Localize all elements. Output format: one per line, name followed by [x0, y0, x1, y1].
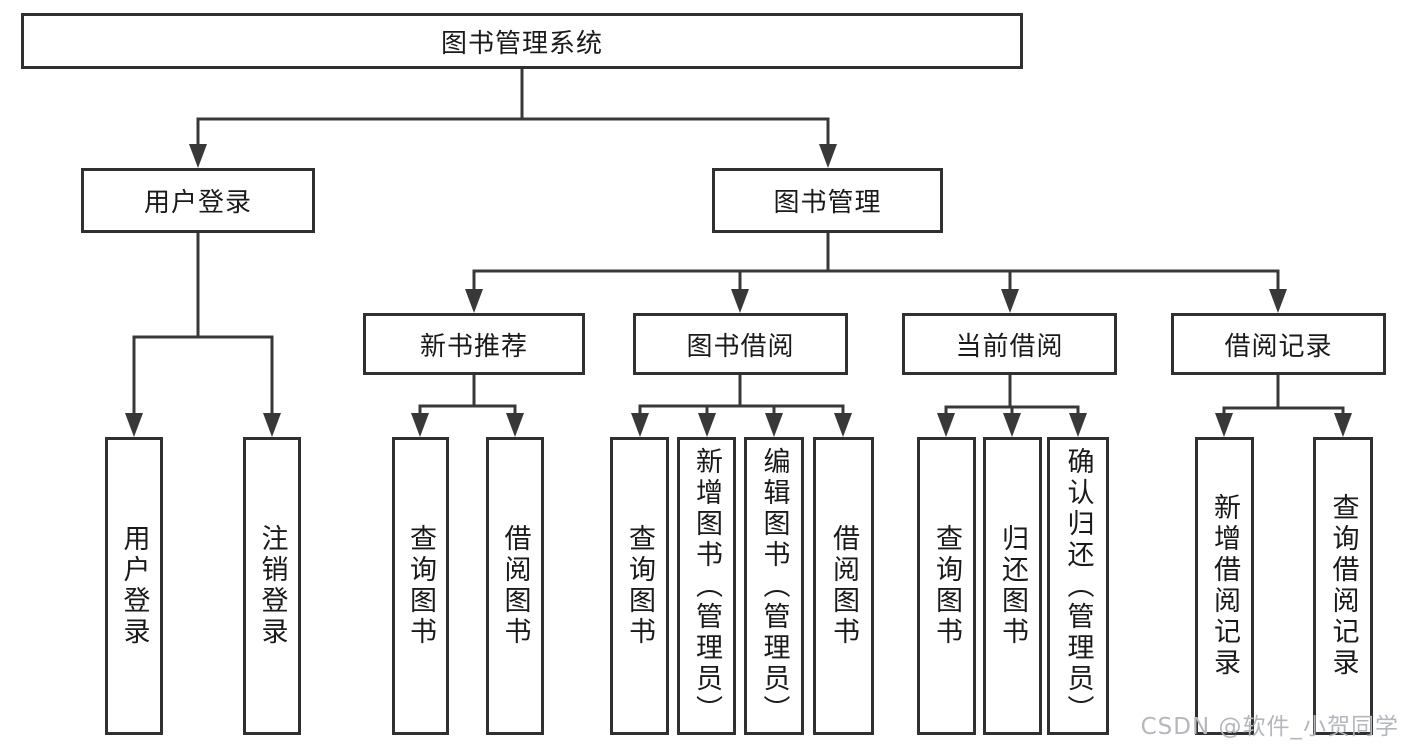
branch-new-book-to-leaves — [418, 375, 517, 420]
arrowheads — [125, 144, 1352, 437]
leaf-current-return-books: 归还图书 — [983, 437, 1042, 735]
arrowhead — [834, 413, 852, 437]
node-book-management: 图书管理 — [712, 168, 943, 233]
arrowhead — [1215, 413, 1233, 437]
arrowhead — [465, 289, 483, 313]
arrowhead — [125, 413, 143, 437]
arrowhead — [189, 144, 207, 168]
leaf-recommend-query-books-label: 查询图书 — [405, 524, 436, 648]
leaf-current-query-books: 查询图书 — [917, 437, 976, 735]
branch-root-to-level2 — [196, 69, 830, 150]
node-current-borrowing: 当前借阅 — [902, 313, 1117, 375]
branch-user-login-to-leaves — [132, 233, 274, 419]
leaf-records-query-record-label: 查询借阅记录 — [1327, 493, 1359, 679]
node-new-book-recommendation: 新书推荐 — [363, 313, 585, 375]
watermark-text: CSDN @软件_小贺同学 — [1140, 714, 1399, 740]
node-user-login: 用户登录 — [81, 168, 315, 233]
node-book-borrowing-label: 图书借阅 — [686, 331, 795, 362]
arrowhead — [819, 144, 837, 168]
leaf-records-add-record-label: 新增借阅记录 — [1209, 493, 1240, 679]
arrowhead — [1334, 413, 1352, 437]
leaf-borrow-query-books-label: 查询图书 — [624, 524, 655, 648]
arrowhead — [1269, 289, 1287, 313]
arrowhead — [411, 413, 429, 437]
arrowhead — [1003, 413, 1021, 437]
leaf-borrow-borrow-books-label: 借阅图书 — [828, 524, 859, 648]
node-root: 图书管理系统 — [21, 13, 1023, 69]
leaf-logout: 注销登录 — [243, 437, 301, 735]
leaf-current-query-books-label: 查询图书 — [931, 524, 962, 648]
node-book-management-label: 图书管理 — [773, 188, 882, 218]
branch-book-borrow-to-leaves — [638, 375, 845, 420]
leaf-current-confirm-return-admin: 确认归还（管理员） — [1047, 437, 1109, 735]
node-current-borrowing-label: 当前借阅 — [955, 331, 1064, 362]
leaf-borrow-edit-books-admin-label: 编辑图书（管理员） — [758, 446, 790, 726]
branch-borrow-records-to-leaves — [1222, 375, 1345, 420]
leaf-records-add-record: 新增借阅记录 — [1195, 437, 1254, 735]
arrowhead — [506, 413, 524, 437]
leaf-borrow-borrow-books: 借阅图书 — [813, 437, 874, 735]
arrowhead — [1001, 289, 1019, 313]
leaf-current-confirm-return-admin-label: 确认归还（管理员） — [1062, 446, 1094, 726]
leaf-recommend-borrow-books: 借阅图书 — [486, 437, 544, 735]
node-book-borrowing: 图书借阅 — [633, 313, 848, 375]
arrowhead — [698, 413, 716, 437]
leaf-user-login: 用户登录 — [105, 437, 163, 735]
leaf-recommend-borrow-books-label: 借阅图书 — [499, 524, 531, 648]
arrowhead — [765, 413, 783, 437]
arrowhead — [263, 413, 281, 437]
leaf-recommend-query-books: 查询图书 — [392, 437, 449, 735]
node-new-book-recommendation-label: 新书推荐 — [419, 331, 528, 362]
leaf-user-login-label: 用户登录 — [118, 524, 150, 648]
leaf-records-query-record: 查询借阅记录 — [1313, 437, 1373, 735]
leaf-borrow-add-books-admin-label: 新增图书（管理员） — [691, 446, 722, 726]
arrowhead — [731, 289, 749, 313]
leaf-borrow-query-books: 查询图书 — [610, 437, 669, 735]
leaf-borrow-add-books-admin: 新增图书（管理员） — [677, 437, 736, 735]
node-root-label: 图书管理系统 — [440, 28, 603, 59]
node-user-login-label: 用户登录 — [143, 188, 252, 218]
leaf-borrow-edit-books-admin: 编辑图书（管理员） — [744, 437, 804, 735]
node-borrowing-records-label: 借阅记录 — [1224, 331, 1333, 362]
leaf-current-return-books-label: 归还图书 — [997, 524, 1028, 648]
arrowhead — [937, 413, 955, 437]
branch-book-management-to-level3 — [472, 233, 1280, 295]
arrowhead — [631, 413, 649, 437]
arrowhead — [1069, 413, 1087, 437]
node-borrowing-records: 借阅记录 — [1171, 313, 1386, 375]
leaf-logout-label: 注销登录 — [256, 524, 288, 648]
